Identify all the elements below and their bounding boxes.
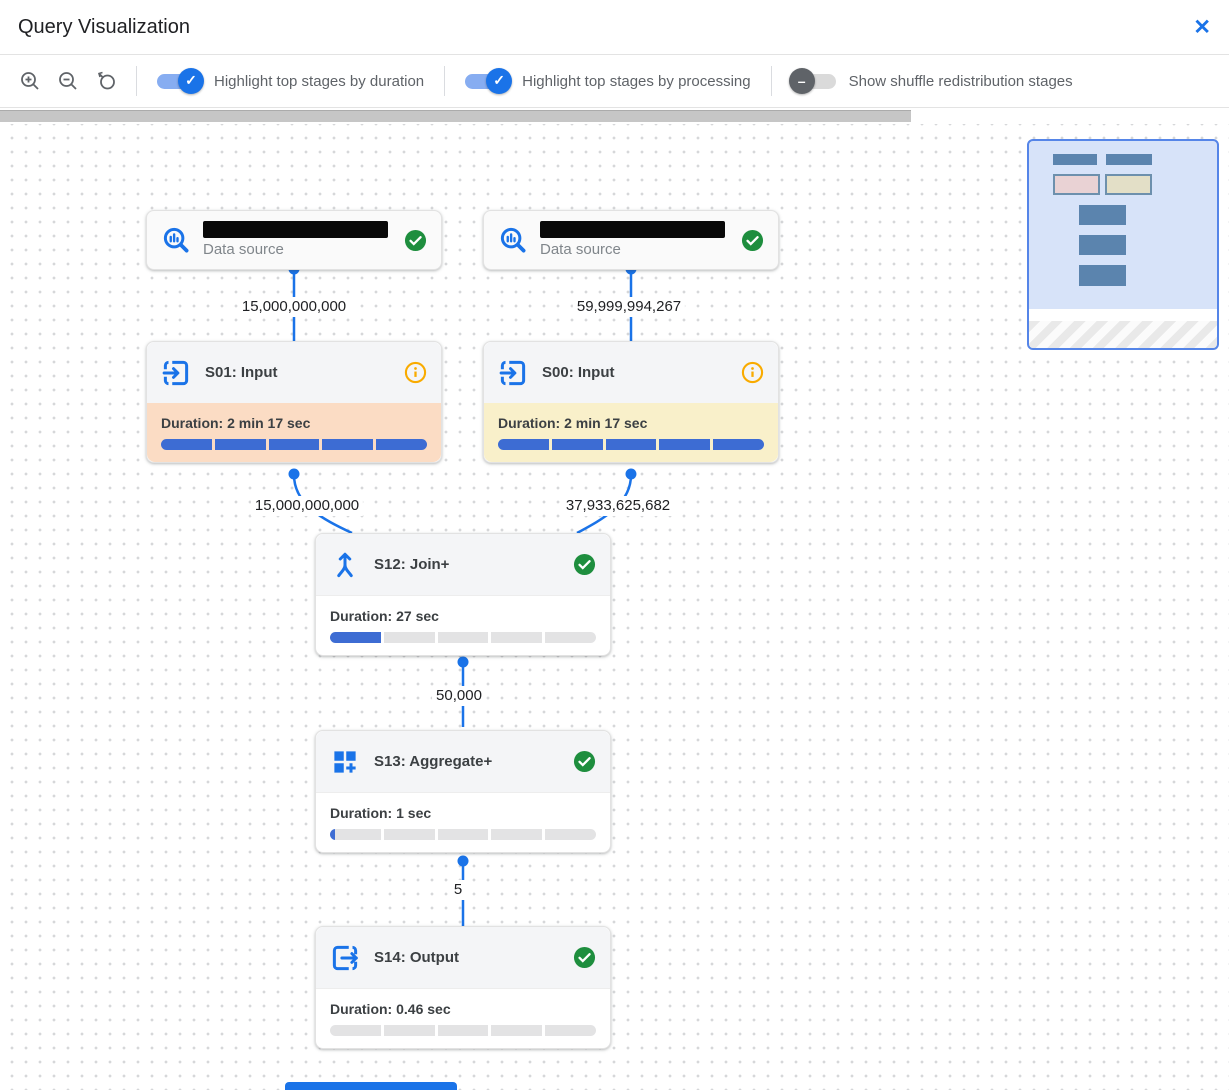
success-icon xyxy=(741,229,764,252)
redacted-table-name xyxy=(203,221,388,238)
join-icon xyxy=(330,550,360,580)
stage-duration-section: Duration: 2 min 17 sec xyxy=(147,403,441,462)
edge-label-rows: 37,933,625,682 xyxy=(561,496,675,516)
duration-label: Duration: 1 sec xyxy=(330,805,432,821)
toggle-label-duration: Highlight top stages by duration xyxy=(214,72,425,90)
toggle-group-shuffle: ✓– Show shuffle redistribution stages xyxy=(788,67,1073,94)
data-source-node[interactable]: Data source xyxy=(146,210,442,270)
stage-duration-section: Duration: 1 sec xyxy=(316,792,610,852)
minimap-node-highlight-processing xyxy=(1105,174,1152,195)
edge-label-rows: 59,999,994,267 xyxy=(572,297,686,317)
minimap-hatched-area xyxy=(1029,321,1217,348)
toggle-group-processing: ✓– Highlight top stages by processing xyxy=(461,67,751,94)
stage-duration-section: Duration: 0.46 sec xyxy=(316,988,610,1048)
stage-duration-section: Duration: 27 sec xyxy=(316,595,610,655)
minimap-node-highlight-duration xyxy=(1053,174,1100,195)
success-icon xyxy=(573,553,596,576)
data-source-subtitle: Data source xyxy=(203,241,284,258)
zoom-in-icon[interactable] xyxy=(18,69,42,93)
success-icon xyxy=(573,750,596,773)
stage-title: S14: Output xyxy=(374,949,459,966)
horizontal-scrollbar xyxy=(0,108,1229,124)
redacted-table-name xyxy=(540,221,725,238)
zoom-reset-icon[interactable] xyxy=(94,69,118,93)
minimap-node xyxy=(1106,154,1152,165)
highlight-duration-toggle[interactable]: ✓– xyxy=(157,67,204,94)
stage-duration-section: Duration: 2 min 17 sec xyxy=(484,403,778,462)
data-source-node[interactable]: Data source xyxy=(483,210,779,270)
toolbar-divider xyxy=(444,66,446,96)
info-icon[interactable] xyxy=(741,361,764,384)
duration-progress-bar xyxy=(330,632,596,643)
data-source-icon xyxy=(161,225,191,255)
success-icon xyxy=(404,229,427,252)
show-shuffle-toggle[interactable]: ✓– xyxy=(788,67,836,94)
graph-canvas[interactable] xyxy=(0,124,1229,1090)
info-icon[interactable] xyxy=(404,361,427,384)
duration-label: Duration: 2 min 17 sec xyxy=(498,415,648,431)
close-icon[interactable]: ✕ xyxy=(1193,15,1211,39)
stage-title: S00: Input xyxy=(542,364,615,381)
edge-label-rows: 5 xyxy=(449,880,467,900)
edge-label-rows: 15,000,000,000 xyxy=(237,297,351,317)
stage-title: S01: Input xyxy=(205,364,278,381)
toolbar-divider xyxy=(136,66,137,96)
duration-progress-bar xyxy=(330,829,596,840)
stage-title: S13: Aggregate+ xyxy=(374,753,493,770)
minimap-node xyxy=(1079,235,1126,255)
stage-node-s13[interactable]: S13: Aggregate+ Duration: 1 sec xyxy=(315,730,611,853)
stage-node-s12[interactable]: S12: Join+ Duration: 27 sec xyxy=(315,533,611,656)
success-icon xyxy=(573,946,596,969)
duration-progress-bar xyxy=(330,1025,596,1036)
output-icon xyxy=(330,943,360,973)
stage-node-s14[interactable]: S14: Output Duration: 0.46 sec xyxy=(315,926,611,1049)
input-icon xyxy=(161,358,191,388)
stage-node-s00[interactable]: S00: Input Duration: 2 min 17 sec xyxy=(483,341,779,463)
minimap-node xyxy=(1053,154,1097,165)
toggle-label-processing: Highlight top stages by processing xyxy=(522,72,751,90)
input-icon xyxy=(498,358,528,388)
toolbar-divider xyxy=(770,66,772,96)
page-title: Query Visualization xyxy=(18,15,190,38)
data-source-subtitle: Data source xyxy=(540,241,621,258)
minimap-node xyxy=(1079,205,1126,225)
duration-label: Duration: 2 min 17 sec xyxy=(161,415,311,431)
duration-progress-bar xyxy=(161,439,427,450)
minimap-outside-area xyxy=(1029,309,1217,321)
edge-label-rows: 15,000,000,000 xyxy=(250,496,364,516)
aggregate-icon xyxy=(330,747,360,777)
scrollbar-thumb[interactable] xyxy=(0,110,911,122)
highlight-processing-toggle[interactable]: ✓– xyxy=(465,67,513,94)
stage-node-s01[interactable]: S01: Input Duration: 2 min 17 sec xyxy=(146,341,442,463)
minimap[interactable] xyxy=(1027,139,1219,350)
data-source-icon xyxy=(498,225,528,255)
toolbar: ✓– Highlight top stages by duration ✓– H… xyxy=(0,55,1229,108)
zoom-out-icon[interactable] xyxy=(56,69,80,93)
duration-label: Duration: 0.46 sec xyxy=(330,1001,451,1017)
minimap-node xyxy=(1079,265,1126,286)
duration-progress-bar xyxy=(498,439,764,450)
cutoff-element[interactable] xyxy=(285,1082,457,1090)
toggle-label-shuffle: Show shuffle redistribution stages xyxy=(848,72,1073,90)
toggle-group-duration: ✓– Highlight top stages by duration xyxy=(153,67,425,94)
stage-title: S12: Join+ xyxy=(374,556,450,573)
dialog-header: Query Visualization ✕ xyxy=(0,0,1229,55)
edge-label-rows: 50,000 xyxy=(432,686,486,706)
duration-label: Duration: 27 sec xyxy=(330,608,439,624)
